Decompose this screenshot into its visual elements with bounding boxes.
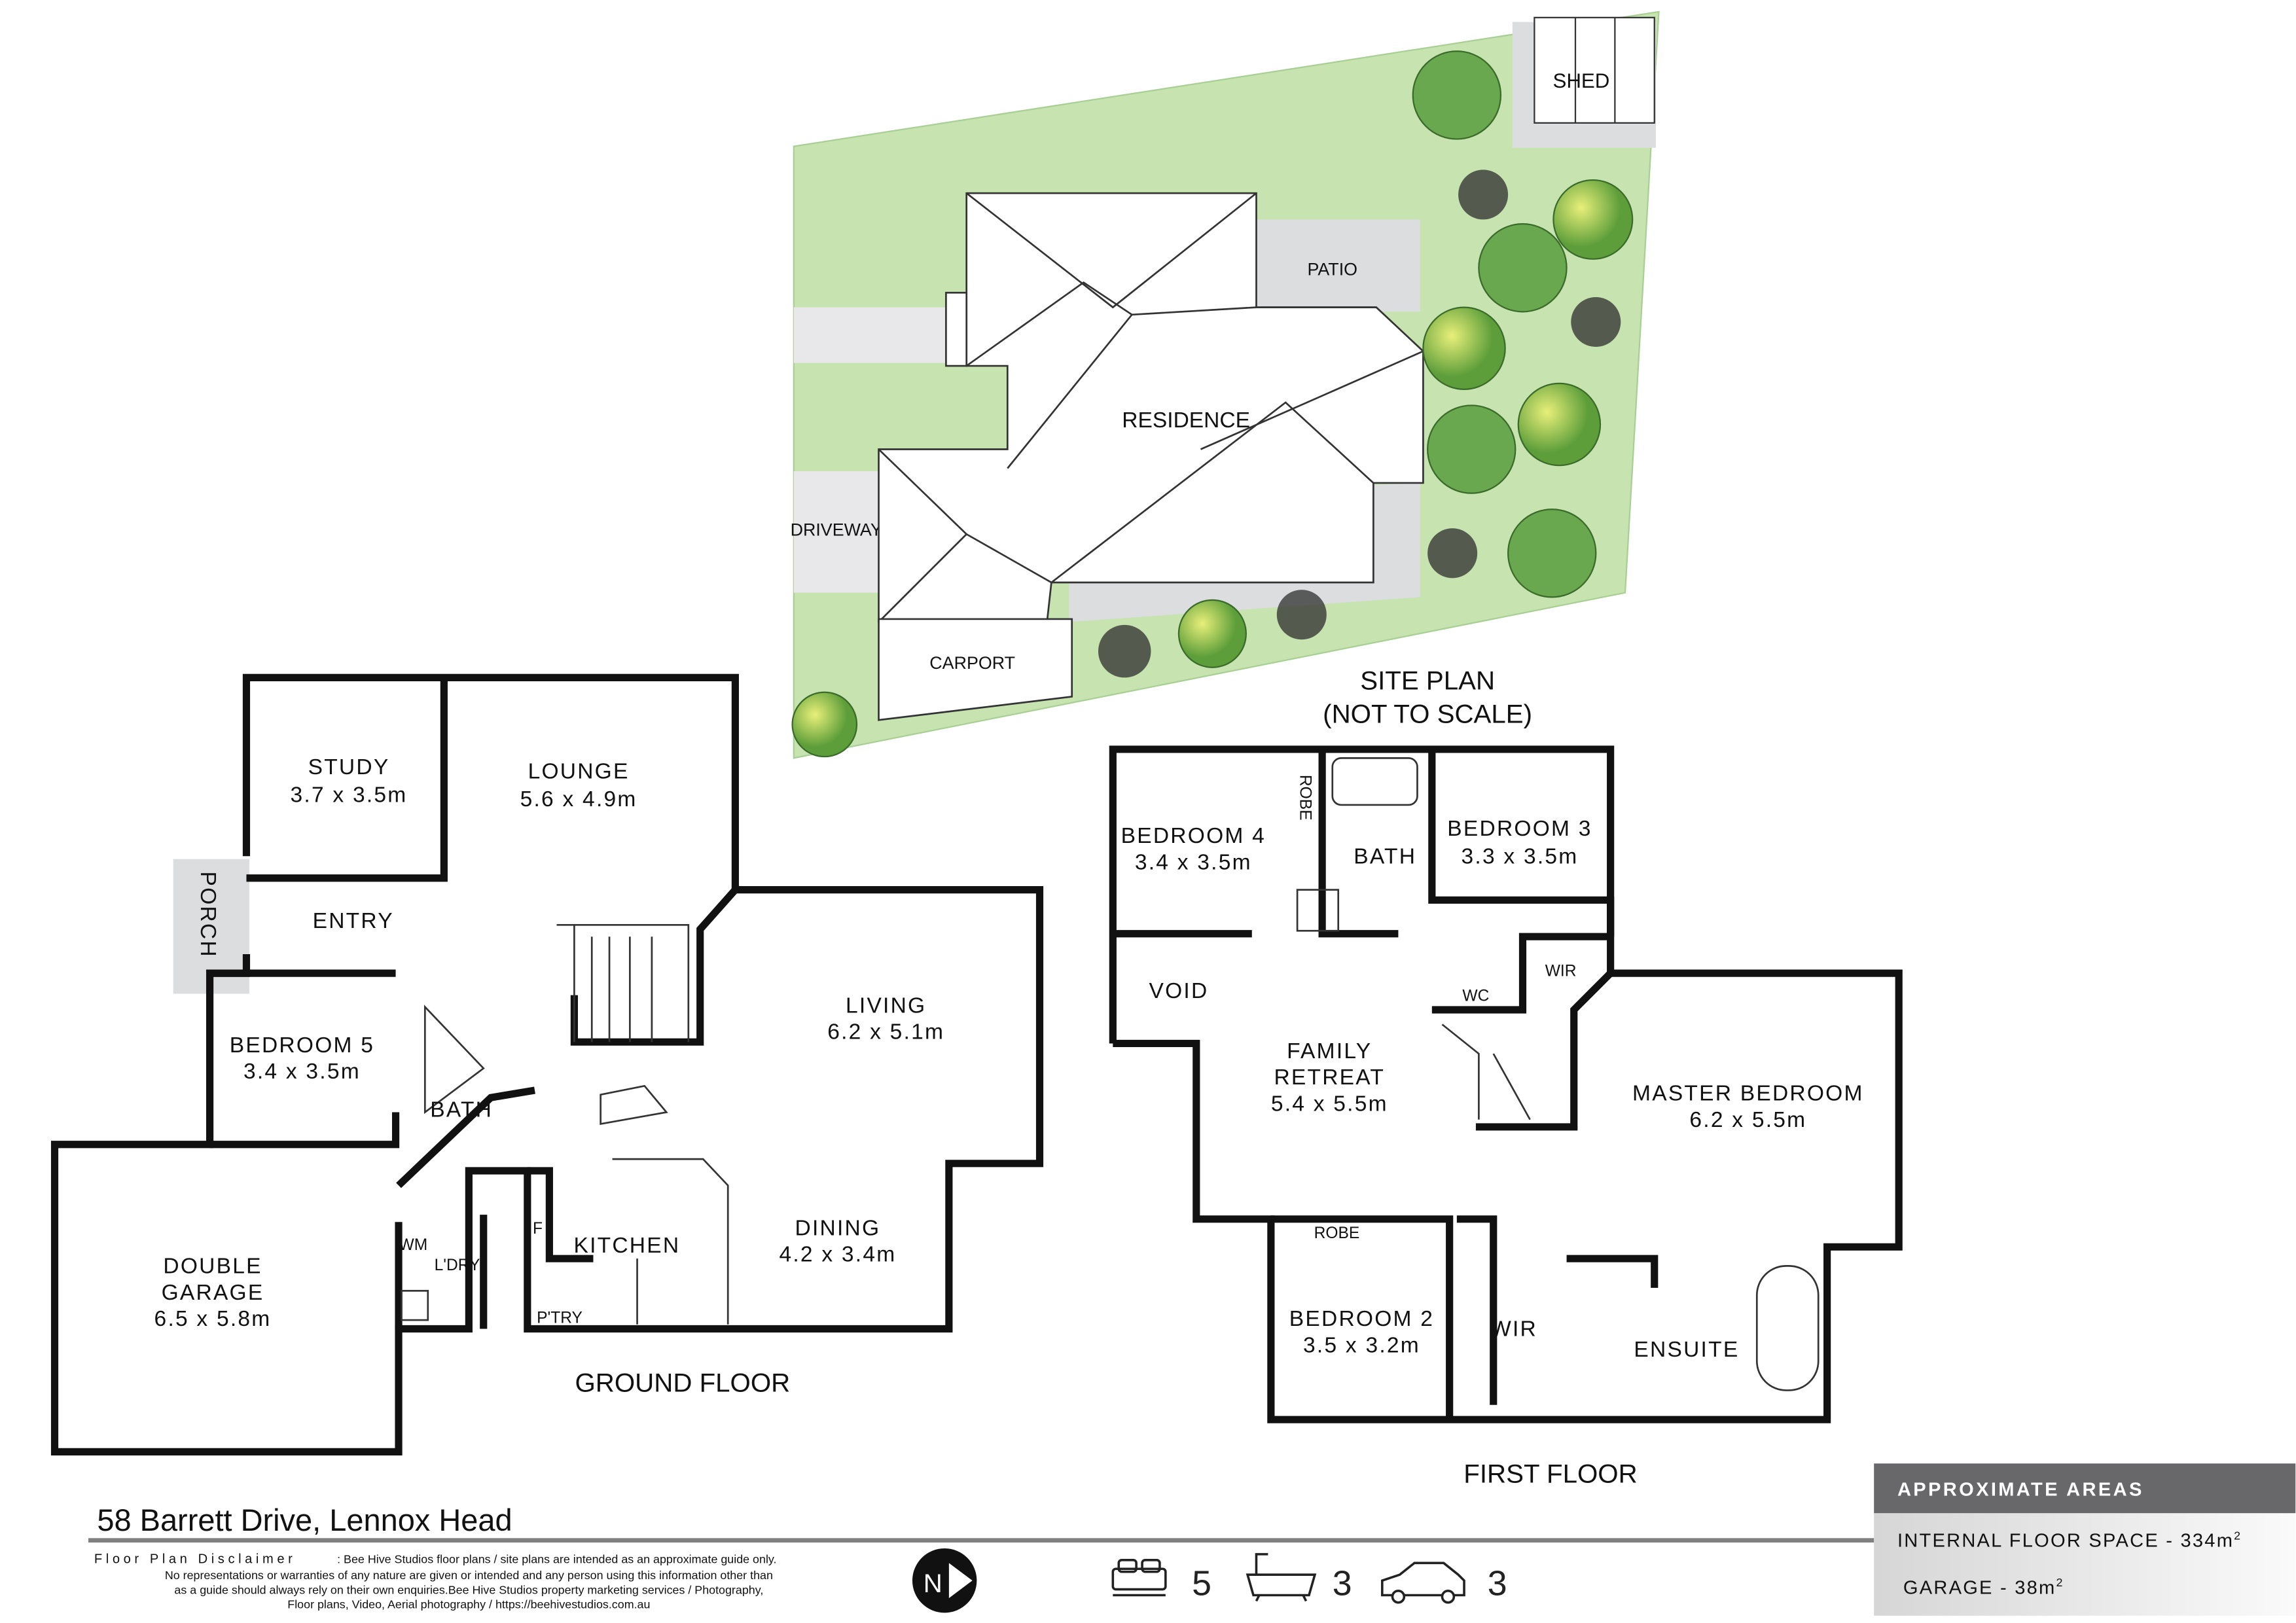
disclaimer-heading: Floor Plan Disclaimer bbox=[94, 1552, 296, 1566]
room-name: BEDROOM 4 bbox=[1121, 824, 1266, 848]
room-name: GARAGE bbox=[162, 1281, 264, 1305]
tree bbox=[1571, 296, 1621, 347]
tree bbox=[1517, 382, 1602, 467]
room-name: BEDROOM 5 bbox=[230, 1033, 374, 1058]
site-plan-title: SITE PLAN bbox=[1360, 666, 1495, 695]
unit-superscript: 2 bbox=[2234, 1529, 2242, 1543]
room-size: 3.4 x 3.5m bbox=[1135, 850, 1252, 874]
disclaimer-line: as a guide should always rely on their o… bbox=[174, 1583, 763, 1596]
bed-icon bbox=[1111, 1559, 1167, 1597]
room-name: BEDROOM 3 bbox=[1447, 817, 1592, 841]
room-name: ENTRY bbox=[313, 909, 394, 933]
first-floor-title: FIRST FLOOR bbox=[1463, 1459, 1637, 1488]
room-size: 6.2 x 5.5m bbox=[1689, 1108, 1806, 1132]
room-name: BATH bbox=[1354, 844, 1416, 868]
room-name: KITCHEN bbox=[573, 1234, 680, 1258]
tree bbox=[1478, 223, 1568, 313]
room-name: BATH bbox=[430, 1097, 493, 1122]
room-size: 5.4 x 5.5m bbox=[1271, 1092, 1388, 1116]
tree bbox=[1427, 528, 1478, 579]
room-name: WC bbox=[1462, 988, 1489, 1005]
room-name: VOID bbox=[1149, 979, 1208, 1003]
room-name: BEDROOM 2 bbox=[1289, 1307, 1434, 1331]
tree bbox=[1177, 599, 1247, 668]
room-name: F bbox=[533, 1220, 543, 1238]
room-name: MASTER BEDROOM bbox=[1632, 1082, 1864, 1106]
areas-heading: APPROXIMATE AREAS bbox=[1897, 1479, 2144, 1500]
first-floor-plan: BEDROOM 4 3.4 x 3.5m ROBE BATH BEDROOM 3… bbox=[1109, 745, 1903, 1488]
carport bbox=[878, 618, 1073, 721]
svg-text:N: N bbox=[924, 1569, 942, 1598]
room-size: 6.2 x 5.1m bbox=[827, 1020, 944, 1044]
room-name: PORCH bbox=[196, 872, 220, 958]
room-name: ROBE bbox=[1314, 1224, 1360, 1242]
north-arrow-icon: N bbox=[912, 1548, 977, 1613]
tree bbox=[1507, 508, 1597, 598]
internal-value: 334m bbox=[2181, 1531, 2234, 1552]
internal-label: INTERNAL FLOOR SPACE - bbox=[1897, 1531, 2181, 1552]
ground-floor-title: GROUND FLOOR bbox=[575, 1368, 791, 1398]
room-name: STUDY bbox=[308, 755, 390, 779]
address: 58 Barrett Drive, Lennox Head bbox=[97, 1503, 512, 1537]
tree bbox=[1552, 179, 1634, 260]
tree bbox=[1098, 624, 1151, 678]
room-size: 4.2 x 3.4m bbox=[779, 1243, 896, 1267]
room-name: WIR bbox=[1545, 963, 1577, 980]
unit-superscript: 2 bbox=[2056, 1576, 2064, 1589]
room-size: 3.4 x 3.5m bbox=[243, 1060, 361, 1084]
shed-label: SHED bbox=[1552, 69, 1609, 92]
driveway-label: DRIVEWAY bbox=[791, 520, 882, 539]
room-name: WIR bbox=[1490, 1317, 1537, 1342]
tree bbox=[1412, 50, 1502, 140]
driveway bbox=[793, 471, 882, 593]
residence-label: RESIDENCE bbox=[1122, 408, 1250, 433]
internal-floor-space: INTERNAL FLOOR SPACE - 334m2 bbox=[1897, 1529, 2242, 1552]
tree bbox=[1276, 590, 1327, 640]
room-size: 3.5 x 3.2m bbox=[1303, 1333, 1420, 1357]
garage-label: GARAGE - bbox=[1903, 1577, 2015, 1598]
disclaimer-line: Floor plans, Video, Aerial photography /… bbox=[287, 1598, 650, 1611]
tree bbox=[1427, 404, 1516, 494]
footer: 58 Barrett Drive, Lennox Head Floor Plan… bbox=[88, 1463, 2296, 1616]
bedroom-count: 5 bbox=[1192, 1564, 1211, 1603]
carport-label: CARPORT bbox=[929, 653, 1015, 673]
car-space-count: 3 bbox=[1488, 1564, 1507, 1603]
room-size: 3.7 x 3.5m bbox=[291, 783, 408, 807]
bath-icon bbox=[1246, 1553, 1317, 1602]
room-name: LOUNGE bbox=[528, 760, 630, 784]
room-name: ENSUITE bbox=[1634, 1338, 1739, 1362]
disclaimer-line: : Bee Hive Studios floor plans / site pl… bbox=[337, 1552, 776, 1565]
room-name: ROBE bbox=[1297, 775, 1314, 821]
driveway-top bbox=[793, 307, 952, 363]
room-name: DINING bbox=[795, 1216, 881, 1240]
room-name: P'TRY bbox=[537, 1310, 583, 1327]
patio-label: PATIO bbox=[1308, 259, 1358, 279]
residence-roof bbox=[878, 192, 1424, 623]
room-name: L'DRY bbox=[435, 1257, 480, 1274]
shed bbox=[1534, 16, 1655, 124]
approximate-areas-panel: APPROXIMATE AREAS INTERNAL FLOOR SPACE -… bbox=[1874, 1463, 2296, 1616]
tree bbox=[1458, 169, 1509, 220]
room-size: 5.6 x 4.9m bbox=[520, 787, 637, 812]
tree bbox=[791, 691, 858, 758]
patio bbox=[1256, 219, 1420, 312]
disclaimer-line: No representations or warranties of any … bbox=[165, 1569, 773, 1582]
garage-value: 38m bbox=[2015, 1577, 2056, 1598]
room-name: RETREAT bbox=[1274, 1065, 1385, 1090]
ground-floor-plan: STUDY 3.7 x 3.5m LOUNGE 5.6 x 4.9m PORCH… bbox=[50, 673, 1044, 1455]
room-size: 3.3 x 3.5m bbox=[1462, 844, 1579, 868]
garage-area: GARAGE - 38m2 bbox=[1903, 1576, 2064, 1598]
tree bbox=[1422, 306, 1506, 390]
site-plan: SHED PATIO DRIVEWAY RESIDENCE CARPORT bbox=[791, 10, 1660, 759]
room-name: WM bbox=[399, 1236, 428, 1254]
trees bbox=[791, 50, 1634, 758]
room-name: FAMILY bbox=[1287, 1039, 1372, 1063]
car-icon bbox=[1381, 1561, 1465, 1604]
room-name: LIVING bbox=[846, 993, 926, 1018]
bathroom-count: 3 bbox=[1333, 1564, 1352, 1603]
room-size: 6.5 x 5.8m bbox=[154, 1307, 272, 1331]
site-plan-subtitle: (NOT TO SCALE) bbox=[1323, 700, 1532, 729]
room-name: DOUBLE bbox=[163, 1255, 262, 1279]
